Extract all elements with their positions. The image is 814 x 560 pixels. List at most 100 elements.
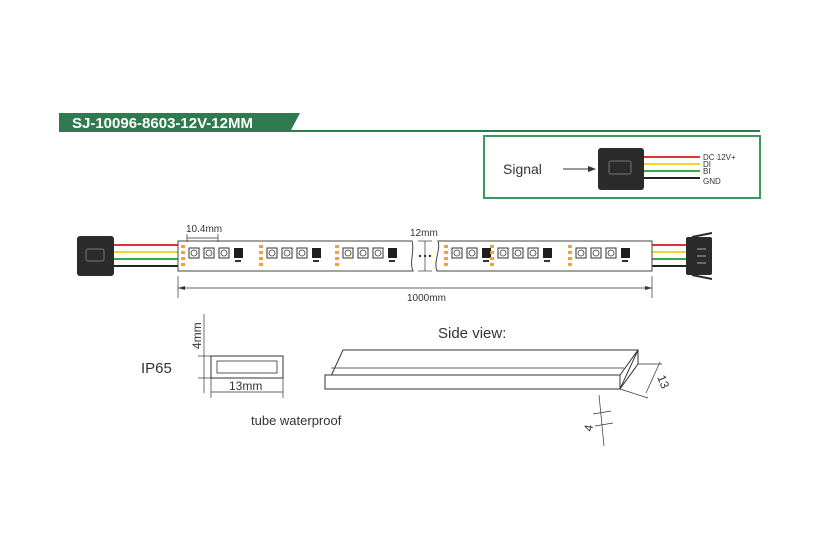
title-banner: SJ-10096-8603-12V-12MM bbox=[59, 113, 760, 132]
page-title: SJ-10096-8603-12V-12MM bbox=[72, 115, 253, 132]
led-lens bbox=[577, 249, 585, 257]
side-view-end-bottom bbox=[619, 363, 639, 390]
thickness-dim-tick-bottom bbox=[594, 422, 614, 427]
led-chip bbox=[281, 247, 293, 259]
solder-pad bbox=[490, 263, 494, 266]
led-chip bbox=[188, 247, 200, 259]
signal-connector bbox=[598, 148, 644, 190]
resistor bbox=[389, 260, 395, 262]
led-strip: 10.4mm 12mm 1000mm bbox=[77, 224, 713, 304]
resistor bbox=[313, 260, 319, 262]
led-chip bbox=[451, 247, 463, 259]
solder-pad bbox=[259, 245, 263, 248]
cross-section: IP65 4mm 13mm tube waterproof bbox=[141, 314, 342, 428]
break-dot-right bbox=[428, 254, 432, 258]
led-chip bbox=[372, 247, 384, 259]
strip-length-label: 1000mm bbox=[407, 293, 446, 304]
led-lens bbox=[514, 249, 522, 257]
led-lens bbox=[220, 249, 228, 257]
ic-chip bbox=[482, 248, 491, 258]
led-spacing-label: 10.4mm bbox=[186, 224, 222, 235]
led-chip bbox=[203, 247, 215, 259]
pin-label-bi: BI bbox=[703, 167, 711, 176]
solder-pad bbox=[490, 245, 494, 248]
solder-pad bbox=[259, 263, 263, 266]
led-lens bbox=[344, 249, 352, 257]
side-view: Side view: 13 4 bbox=[324, 325, 672, 447]
solder-pad bbox=[259, 257, 263, 260]
led-lens bbox=[374, 249, 382, 257]
right-connector-clip-top bbox=[691, 232, 713, 238]
solder-pad bbox=[259, 251, 263, 254]
solder-pad bbox=[335, 257, 339, 260]
pin-label-gnd: GND bbox=[703, 177, 721, 186]
led-chip bbox=[296, 247, 308, 259]
side-thickness-label: 4 bbox=[581, 423, 596, 432]
right-connector-clip-bottom bbox=[691, 274, 713, 280]
resistor bbox=[544, 260, 550, 262]
led-chip bbox=[590, 247, 602, 259]
led-lens bbox=[499, 249, 507, 257]
led-lens bbox=[529, 249, 537, 257]
led-lens bbox=[190, 249, 198, 257]
side-view-front-face bbox=[324, 374, 621, 390]
led-lens bbox=[592, 249, 600, 257]
length-arrow-left bbox=[178, 286, 185, 290]
ic-chip bbox=[543, 248, 552, 258]
resistor bbox=[235, 260, 241, 262]
led-chip bbox=[575, 247, 587, 259]
solder-pad bbox=[335, 251, 339, 254]
ic-chip bbox=[312, 248, 321, 258]
strip-width-label: 12mm bbox=[410, 228, 438, 239]
led-lens bbox=[359, 249, 367, 257]
solder-pad bbox=[444, 251, 448, 254]
signal-legend: Signal DC 12V+ DI BI GND bbox=[483, 135, 761, 199]
depth-dim-ext-bottom bbox=[619, 388, 649, 399]
tube-inner bbox=[216, 360, 278, 374]
banner-shape bbox=[59, 113, 300, 132]
solder-pad bbox=[568, 251, 572, 254]
tube-caption: tube waterproof bbox=[251, 413, 342, 428]
led-chip bbox=[218, 247, 230, 259]
led-chip bbox=[512, 247, 524, 259]
tube-height-label: 4mm bbox=[190, 322, 204, 349]
tube-width-label: 13mm bbox=[229, 379, 262, 393]
solder-pad bbox=[181, 263, 185, 266]
ic-chip bbox=[621, 248, 630, 258]
resistor bbox=[483, 260, 489, 262]
side-view-end-edge bbox=[619, 349, 639, 376]
led-chip bbox=[527, 247, 539, 259]
led-lens bbox=[607, 249, 615, 257]
led-chip bbox=[357, 247, 369, 259]
led-segments bbox=[181, 245, 630, 266]
solder-pad bbox=[568, 263, 572, 266]
led-lens bbox=[205, 249, 213, 257]
side-view-label: Side view: bbox=[438, 325, 506, 342]
solder-pad bbox=[444, 245, 448, 248]
led-chip bbox=[266, 247, 278, 259]
solder-pad bbox=[444, 263, 448, 266]
length-arrow-right bbox=[645, 286, 652, 290]
thickness-dim-tick-top bbox=[592, 410, 612, 415]
solder-pad bbox=[490, 257, 494, 260]
signal-connector-slot bbox=[608, 160, 632, 175]
led-lens bbox=[453, 249, 461, 257]
solder-pad bbox=[181, 257, 185, 260]
banner-rule bbox=[289, 130, 760, 132]
side-depth-label: 13 bbox=[654, 373, 672, 391]
solder-pad bbox=[335, 263, 339, 266]
solder-pad bbox=[568, 245, 572, 248]
led-lens bbox=[268, 249, 276, 257]
solder-pad bbox=[444, 257, 448, 260]
depth-dim-line bbox=[645, 361, 661, 394]
led-chip bbox=[497, 247, 509, 259]
led-chip bbox=[342, 247, 354, 259]
pin-label-di: DI bbox=[703, 160, 711, 169]
left-connector-slot bbox=[85, 248, 105, 262]
solder-pad bbox=[181, 245, 185, 248]
led-lens bbox=[298, 249, 306, 257]
led-lens bbox=[468, 249, 476, 257]
break-dot-left bbox=[418, 254, 422, 258]
ic-chip bbox=[388, 248, 397, 258]
